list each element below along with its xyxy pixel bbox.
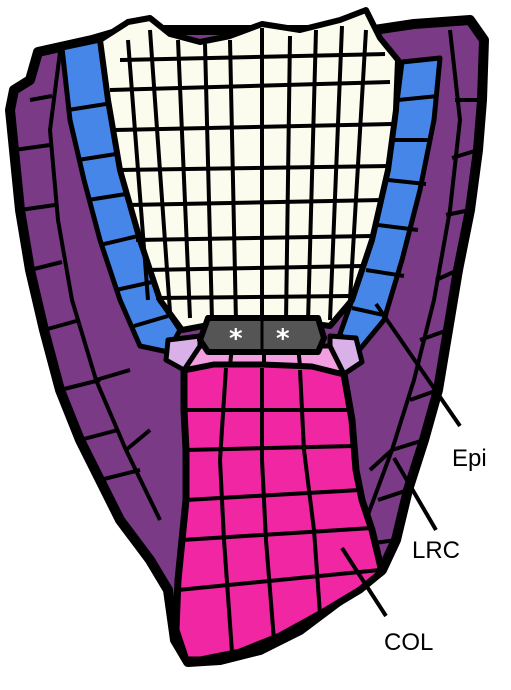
qc-mark-right: * xyxy=(276,324,290,354)
label-epi: Epi xyxy=(452,445,487,472)
label-lrc: LRC xyxy=(412,537,460,564)
label-col: COL xyxy=(384,629,433,656)
qc-mark-left: * xyxy=(229,324,243,354)
